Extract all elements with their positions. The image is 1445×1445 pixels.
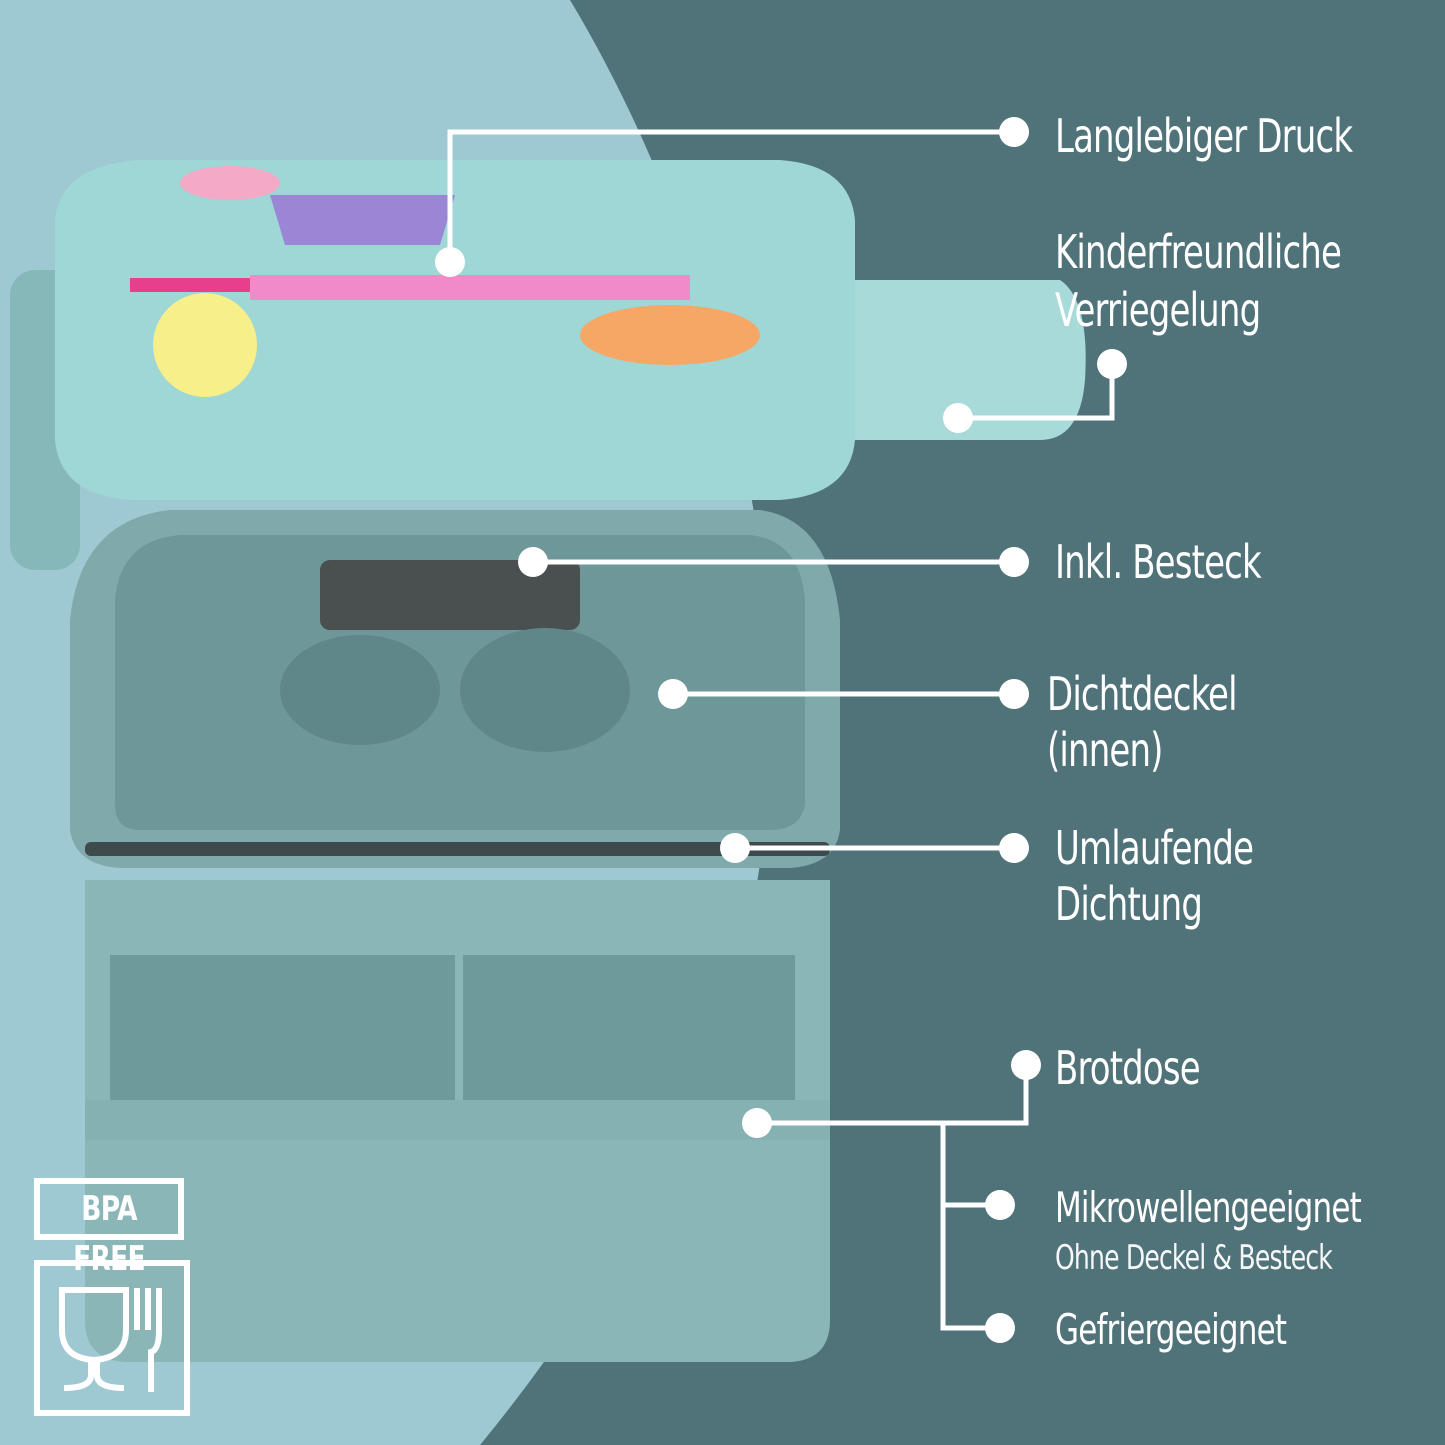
callout-lines [447, 129, 1115, 1331]
callout-freezer: Gefriergeeignet [1055, 1305, 1287, 1354]
callout-microwave: Mikrowellengeeignet [1055, 1183, 1362, 1232]
callout-microwave-note: Ohne Deckel & Besteck [1055, 1238, 1333, 1278]
callout-seal-lid-line1: Dichtdeckel [1047, 667, 1238, 721]
callout-cutlery: Inkl. Besteck [1055, 535, 1262, 589]
inner-seal-lid [70, 510, 840, 868]
callout-durable-print: Langlebiger Druck [1055, 109, 1353, 163]
callout-dots [435, 117, 1127, 1343]
callout-child-lock-line1: Kinderfreundliche [1055, 225, 1342, 279]
printed-lid [10, 160, 1086, 570]
callout-seal-lid-line2: (innen) [1047, 723, 1163, 777]
callout-child-lock-line2: Verriegelung [1055, 283, 1261, 337]
callout-gasket-line2: Dichtung [1055, 877, 1203, 931]
callout-lunchbox: Brotdose [1055, 1041, 1201, 1095]
lunchbox-base [85, 880, 830, 1362]
callout-gasket-line1: Umlaufende [1055, 821, 1254, 875]
glass-fork-icon [34, 1260, 190, 1416]
bpa-free-badge: BPA FREE [34, 1178, 184, 1279]
